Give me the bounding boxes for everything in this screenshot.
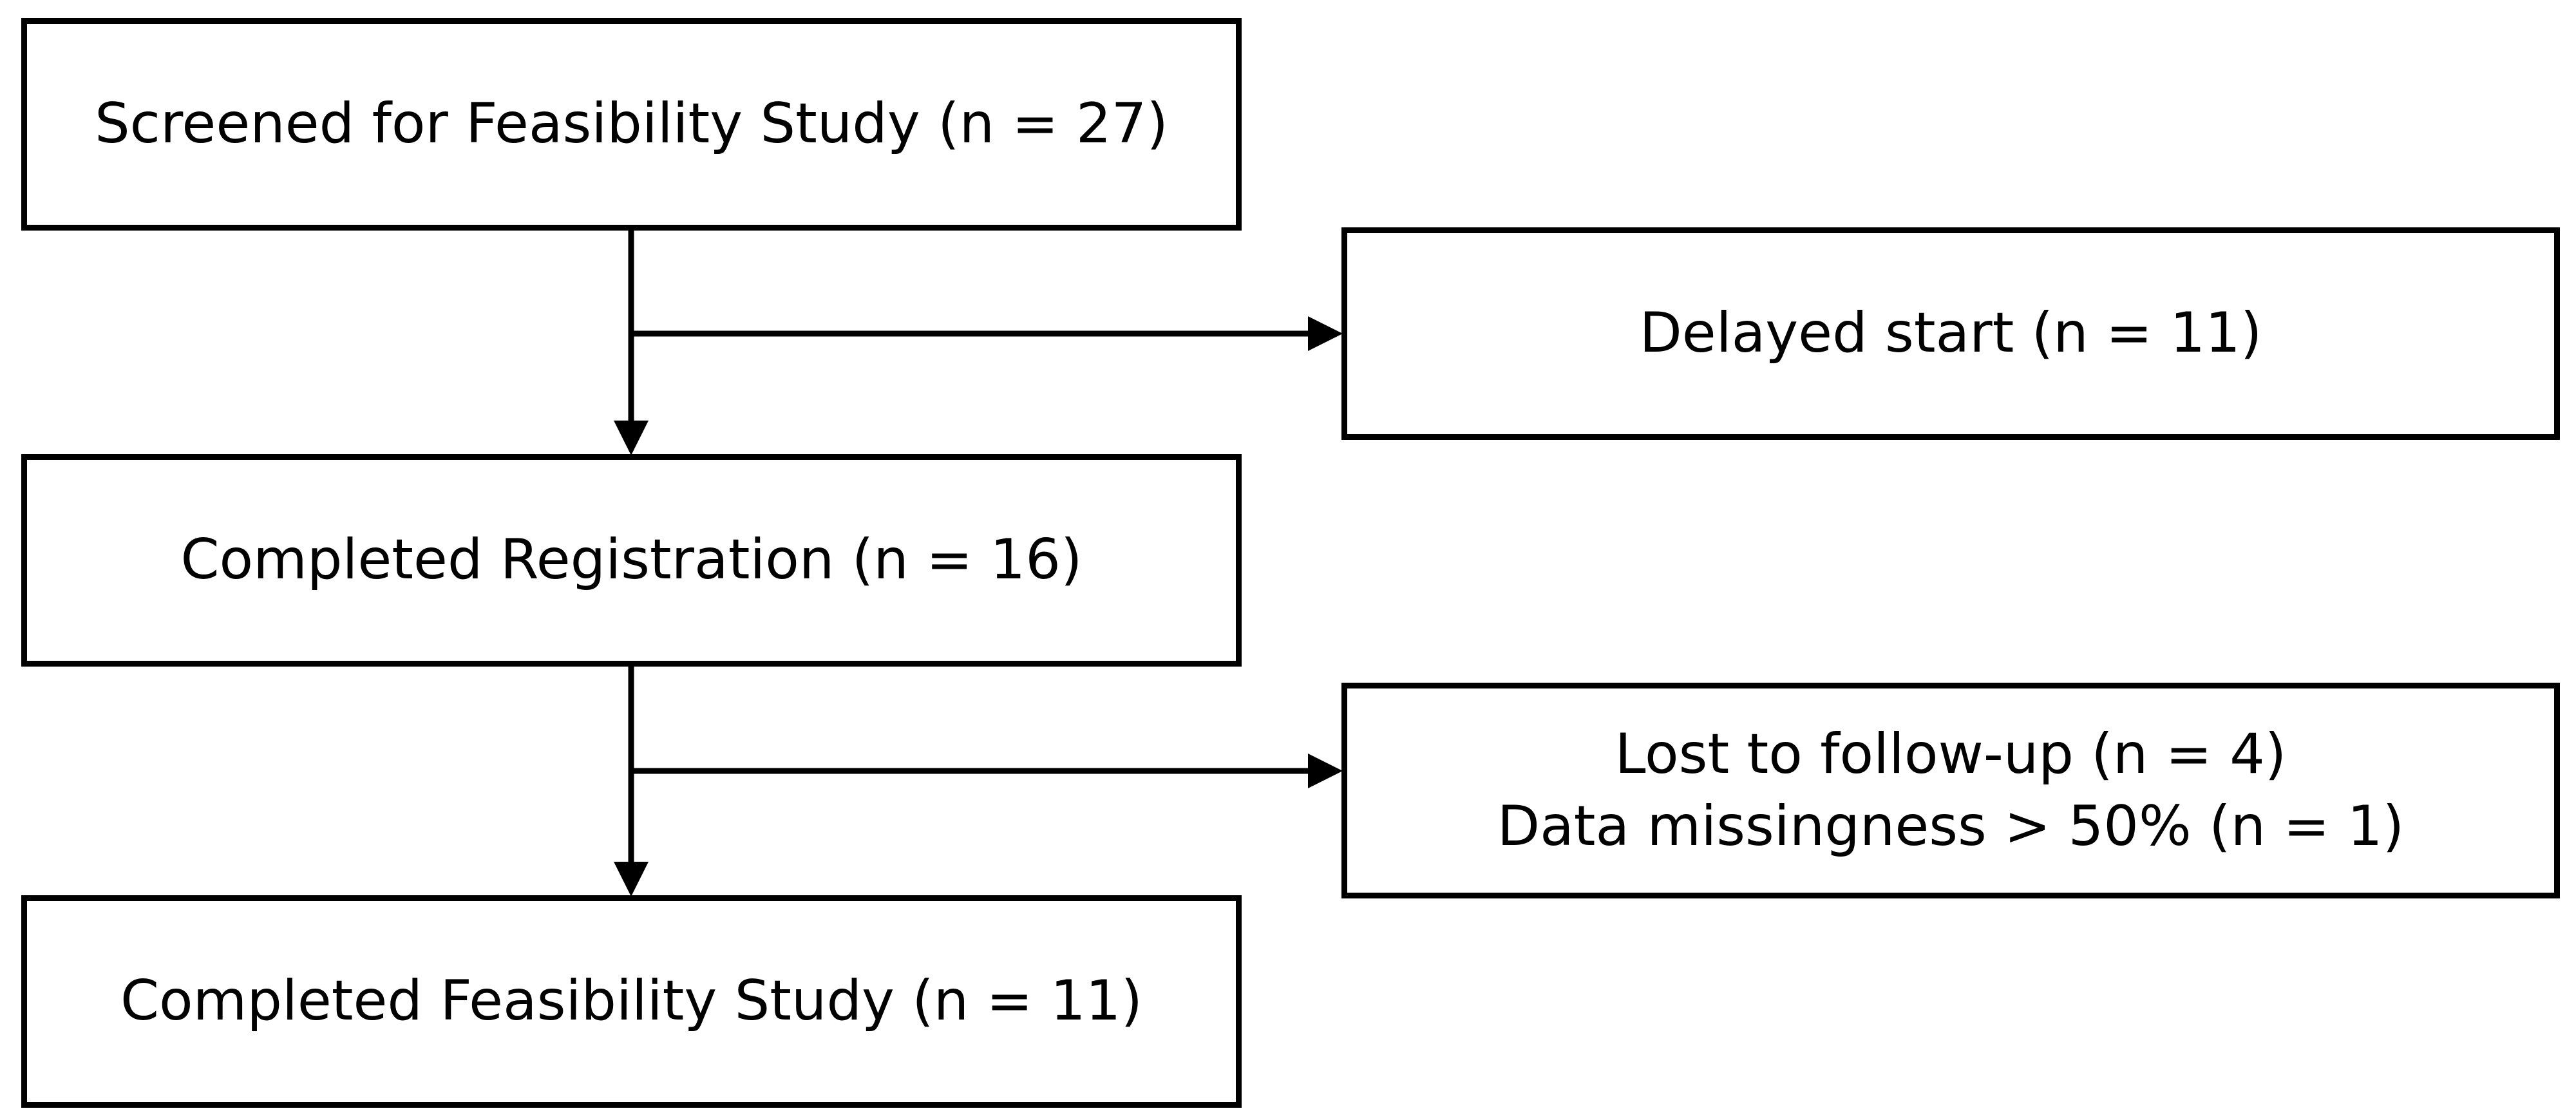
registration-label: Completed Registration (n = 16) <box>180 527 1083 593</box>
screened-label: Screened for Feasibility Study (n = 27) <box>95 91 1168 157</box>
registration-box: Completed Registration (n = 16) <box>21 454 1242 667</box>
delayed-start-label: Delayed start (n = 11) <box>1639 301 2262 366</box>
completed-study-box: Completed Feasibility Study (n = 11) <box>21 895 1242 1108</box>
lost-to-follow-up-label: Lost to follow-up (n = 4) <box>1615 721 2287 786</box>
completed-study-label: Completed Feasibility Study (n = 11) <box>120 969 1143 1034</box>
screened-box: Screened for Feasibility Study (n = 27) <box>21 18 1242 231</box>
excluded-box: Lost to follow-up (n = 4) Data missingne… <box>1341 683 2560 898</box>
data-missingness-label: Data missingness > 50% (n = 1) <box>1497 793 2405 859</box>
delayed-start-box: Delayed start (n = 11) <box>1341 227 2560 440</box>
